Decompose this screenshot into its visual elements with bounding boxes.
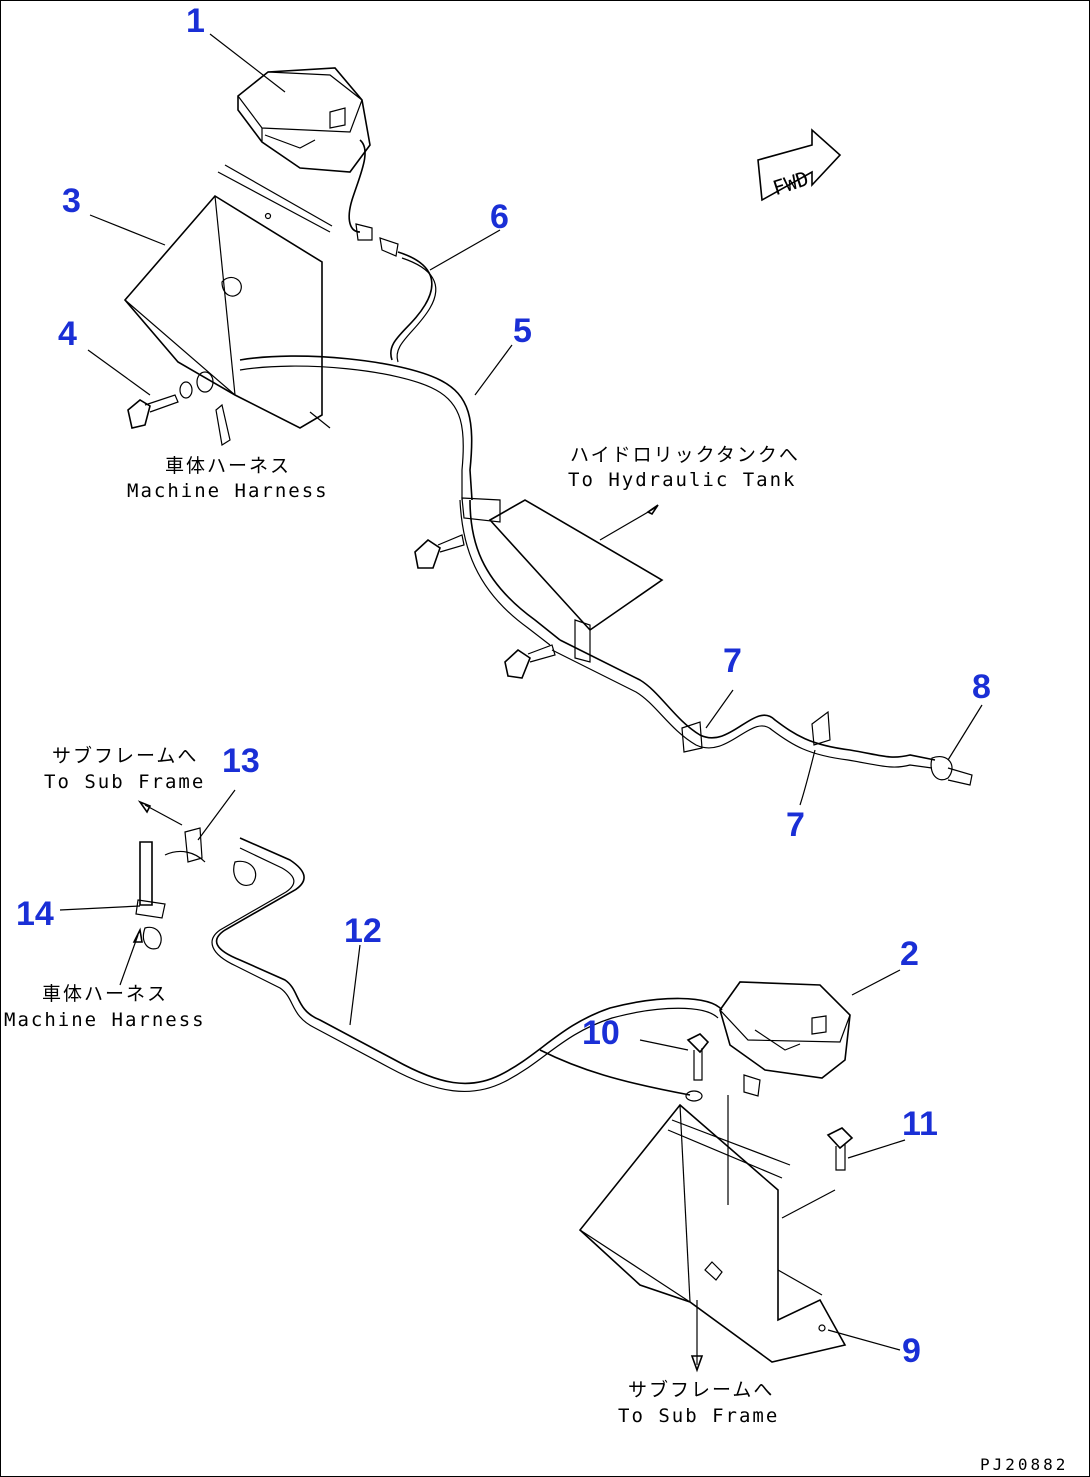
callout-9: 9: [902, 1332, 921, 1370]
tank-bolts: [414, 534, 556, 679]
callout-10: 10: [582, 1014, 620, 1052]
bolt-11: [826, 1127, 854, 1171]
note-hydraulic-tank-en: To Hydraulic Tank: [568, 469, 796, 491]
lower-right-harness: [551, 639, 973, 786]
leader-lines: [59, 33, 983, 1373]
callout-14: 14: [16, 895, 54, 933]
note-machine-harness-bottom-en: Machine Harness: [4, 1009, 206, 1031]
callout-13: 13: [222, 742, 260, 780]
lower-lamp: [719, 981, 851, 1079]
callout-11: 11: [902, 1105, 938, 1143]
callout-7a: 7: [723, 642, 742, 680]
clamp-assembly: [135, 827, 257, 950]
lower-bracket: [578, 1103, 847, 1363]
upper-bracket: [123, 164, 333, 429]
note-machine-harness-bottom-jp: 車体ハーネス: [42, 983, 168, 1005]
callout-8: 8: [972, 668, 991, 706]
note-machine-harness-top-en: Machine Harness: [127, 480, 329, 502]
note-sub-frame-left-jp: サブフレームへ: [52, 744, 198, 767]
callout-4: 4: [58, 315, 77, 353]
note-sub-frame-bottom-en: To Sub Frame: [618, 1405, 779, 1427]
callout-7b: 7: [786, 806, 805, 844]
bolt-10: [685, 1033, 710, 1102]
upper-harness: [239, 139, 561, 646]
tank-bracket: [488, 499, 664, 663]
bolt-4: [127, 371, 231, 446]
note-sub-frame-left-en: To Sub Frame: [44, 771, 205, 793]
note-machine-harness-top-jp: 車体ハーネス: [165, 455, 291, 477]
upper-lamp: [237, 67, 371, 173]
callout-6: 6: [490, 198, 509, 236]
fwd-label: FWD: [770, 166, 812, 200]
note-hydraulic-tank-jp: ハイドロリックタンクへ: [570, 444, 800, 466]
callout-3: 3: [62, 182, 81, 220]
callout-12: 12: [344, 912, 382, 950]
harness-12: [211, 837, 761, 1097]
callout-2: 2: [900, 935, 919, 973]
drawing-code: PJ20882: [980, 1455, 1068, 1474]
note-sub-frame-bottom-jp: サブフレームへ: [628, 1378, 774, 1401]
fwd-arrow-sign: [757, 128, 842, 202]
callout-1: 1: [186, 2, 205, 40]
callout-5: 5: [513, 312, 532, 350]
